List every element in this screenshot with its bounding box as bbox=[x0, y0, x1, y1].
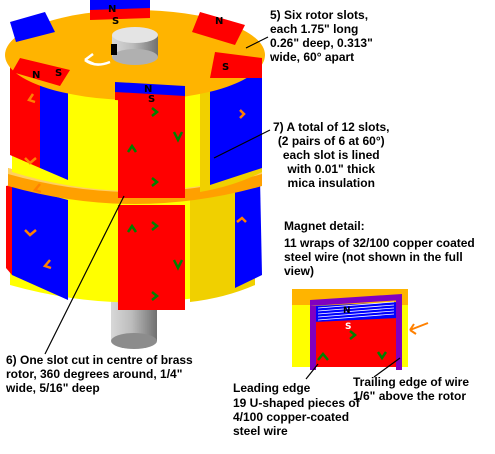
orange-arrow-4 bbox=[24, 229, 37, 237]
orange-arrow-5 bbox=[236, 216, 247, 223]
inset-green-arrow-left bbox=[317, 352, 329, 361]
shaft-keyway bbox=[111, 44, 117, 55]
pole-label-n-front: N bbox=[144, 84, 152, 95]
red-magnet-upper-center bbox=[118, 95, 185, 198]
green-arrow-6 bbox=[172, 259, 184, 271]
blue-magnet-upper-left bbox=[40, 70, 68, 180]
rotation-arrowhead bbox=[84, 53, 95, 66]
wire-direction-arrows-green bbox=[126, 107, 184, 301]
top-magnet-upper-left bbox=[10, 12, 55, 42]
rotor-lower-section bbox=[6, 178, 262, 310]
top-magnet-upper-right bbox=[192, 12, 245, 45]
inset-pole-n: N bbox=[343, 306, 351, 316]
pole-label-n-left: N bbox=[32, 70, 40, 81]
note-magnet-detail-title: Magnet detail: bbox=[284, 219, 365, 233]
blue-magnet-lower-right bbox=[235, 178, 262, 288]
red-magnet-lower-center bbox=[118, 205, 185, 310]
inset-wire-strands bbox=[317, 301, 395, 321]
green-arrow-5 bbox=[151, 221, 160, 231]
pole-label-s-front: S bbox=[148, 94, 155, 105]
top-magnet-left bbox=[12, 58, 70, 86]
leader-brass-slot bbox=[44, 195, 125, 355]
note-leading-edge-body: 19 U-shaped pieces of 4/100 copper-coate… bbox=[233, 396, 360, 438]
green-arrow-1 bbox=[151, 107, 160, 117]
note-brass-slot: 6) One slot cut in centre of brass rotor… bbox=[6, 353, 193, 395]
rotor-shaft-top bbox=[112, 27, 158, 43]
wire-direction-arrows-orange bbox=[24, 93, 247, 270]
leader-rotor-slots bbox=[245, 36, 269, 49]
green-arrow-2 bbox=[172, 131, 184, 143]
top-magnet-right bbox=[210, 52, 262, 78]
green-arrow-8 bbox=[151, 291, 160, 301]
note-leading-edge-title: Leading edge bbox=[233, 381, 311, 395]
orange-arrow-7 bbox=[239, 109, 246, 119]
pole-label-n-right: N bbox=[215, 16, 223, 27]
leader-lines bbox=[44, 36, 401, 380]
red-magnet-lower-far-left bbox=[6, 185, 12, 275]
orange-arrow-6 bbox=[42, 259, 52, 270]
inset-green-arrow-center bbox=[349, 330, 358, 340]
rotor-shaft-end bbox=[111, 333, 157, 349]
pole-label-s-top: S bbox=[112, 16, 119, 27]
note-trailing-edge: Trailing edge of wire 1/6" above the rot… bbox=[353, 375, 470, 403]
pole-label-s-left: S bbox=[55, 68, 62, 79]
pole-label-s-right: S bbox=[222, 62, 229, 73]
inset-magnet-red bbox=[314, 316, 398, 367]
inset-pole-s: S bbox=[345, 322, 351, 332]
leader-leading-edge bbox=[305, 363, 319, 380]
orange-arrow-1 bbox=[27, 93, 36, 104]
leader-trailing-edge bbox=[373, 357, 401, 378]
inset-wire-wraps bbox=[310, 294, 402, 370]
green-arrow-3 bbox=[126, 143, 138, 153]
green-arrow-7 bbox=[126, 223, 138, 233]
leader-total-slots bbox=[213, 129, 271, 159]
note-magnet-detail-body: 11 wraps of 32/100 copper coated steel w… bbox=[284, 236, 475, 278]
orange-arrow-3 bbox=[32, 183, 42, 194]
brass-slot-ring bbox=[8, 168, 262, 204]
pole-label-n-top: N bbox=[108, 4, 116, 15]
magnet-detail-inset: N S bbox=[292, 289, 429, 370]
blue-magnet-lower-left bbox=[12, 185, 68, 300]
note-rotor-slots: 5) Six rotor slots, each 1.75" long 0.26… bbox=[270, 8, 373, 64]
orange-arrow-2 bbox=[24, 157, 37, 165]
inset-green-arrow-right bbox=[376, 351, 388, 361]
top-magnet-top-blue bbox=[90, 0, 150, 10]
note-total-slots: 7) A total of 12 slots, (2 pairs of 6 at… bbox=[273, 120, 390, 190]
top-magnet-front-red bbox=[115, 92, 185, 104]
rotor-shaft-bottom-edge bbox=[112, 49, 158, 65]
green-arrow-4 bbox=[151, 177, 160, 187]
inset-orange-arrow bbox=[409, 322, 429, 335]
